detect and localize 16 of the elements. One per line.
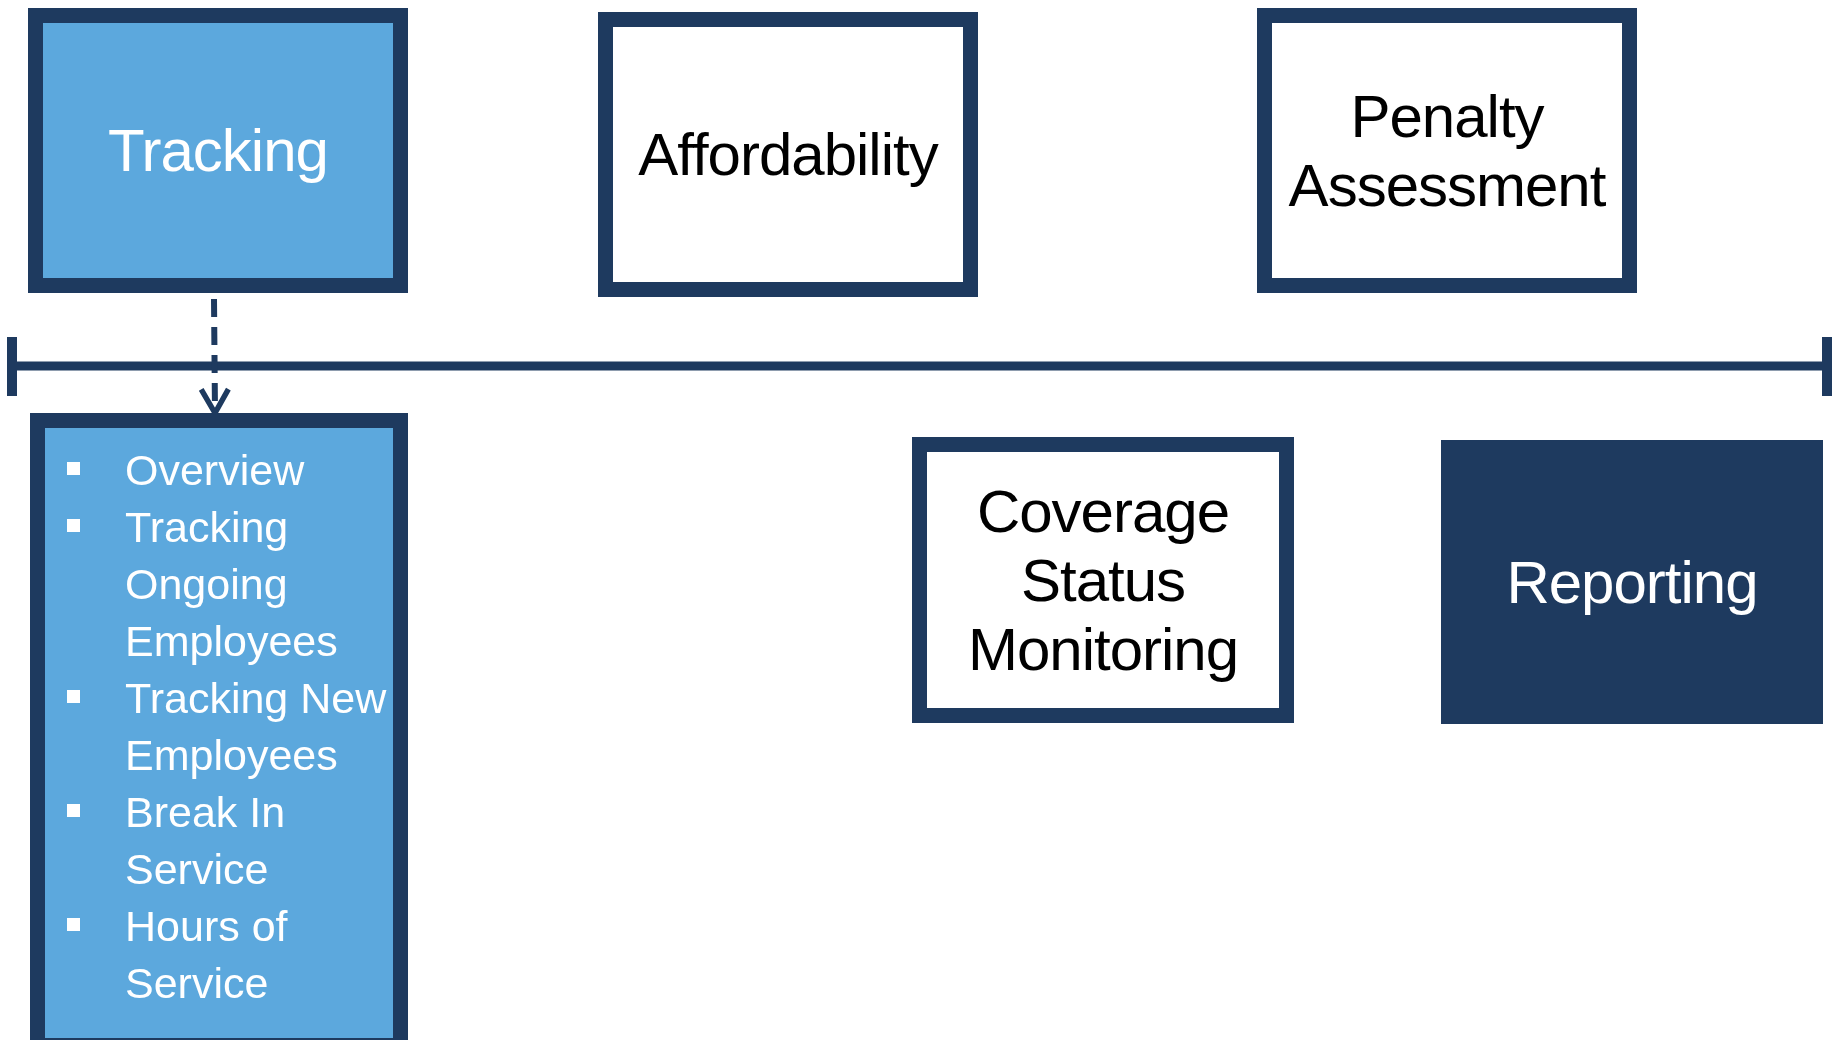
stage-box [28,8,408,293]
stage-box [1441,440,1823,724]
stage-title: Reporting [1506,547,1758,617]
bullet-list-box [30,413,408,1040]
bullet-text: Overview [125,446,305,494]
stage-box [912,437,1294,723]
stage-title: Coverage Status Monitoring [966,476,1240,684]
stage-box [1257,8,1637,293]
stage-title: Affordability [638,120,938,189]
stage-title: Penalty Assessment [1287,81,1607,220]
bullet-text: Tracking New Employees [125,674,387,779]
bullet-text: Break In Service [125,788,286,893]
stage-box [598,12,978,297]
stage-title: Tracking [108,116,328,185]
bullet-text: Tracking Ongoing Employees [125,503,338,665]
bullet-text: Hours of Service [125,902,288,1007]
